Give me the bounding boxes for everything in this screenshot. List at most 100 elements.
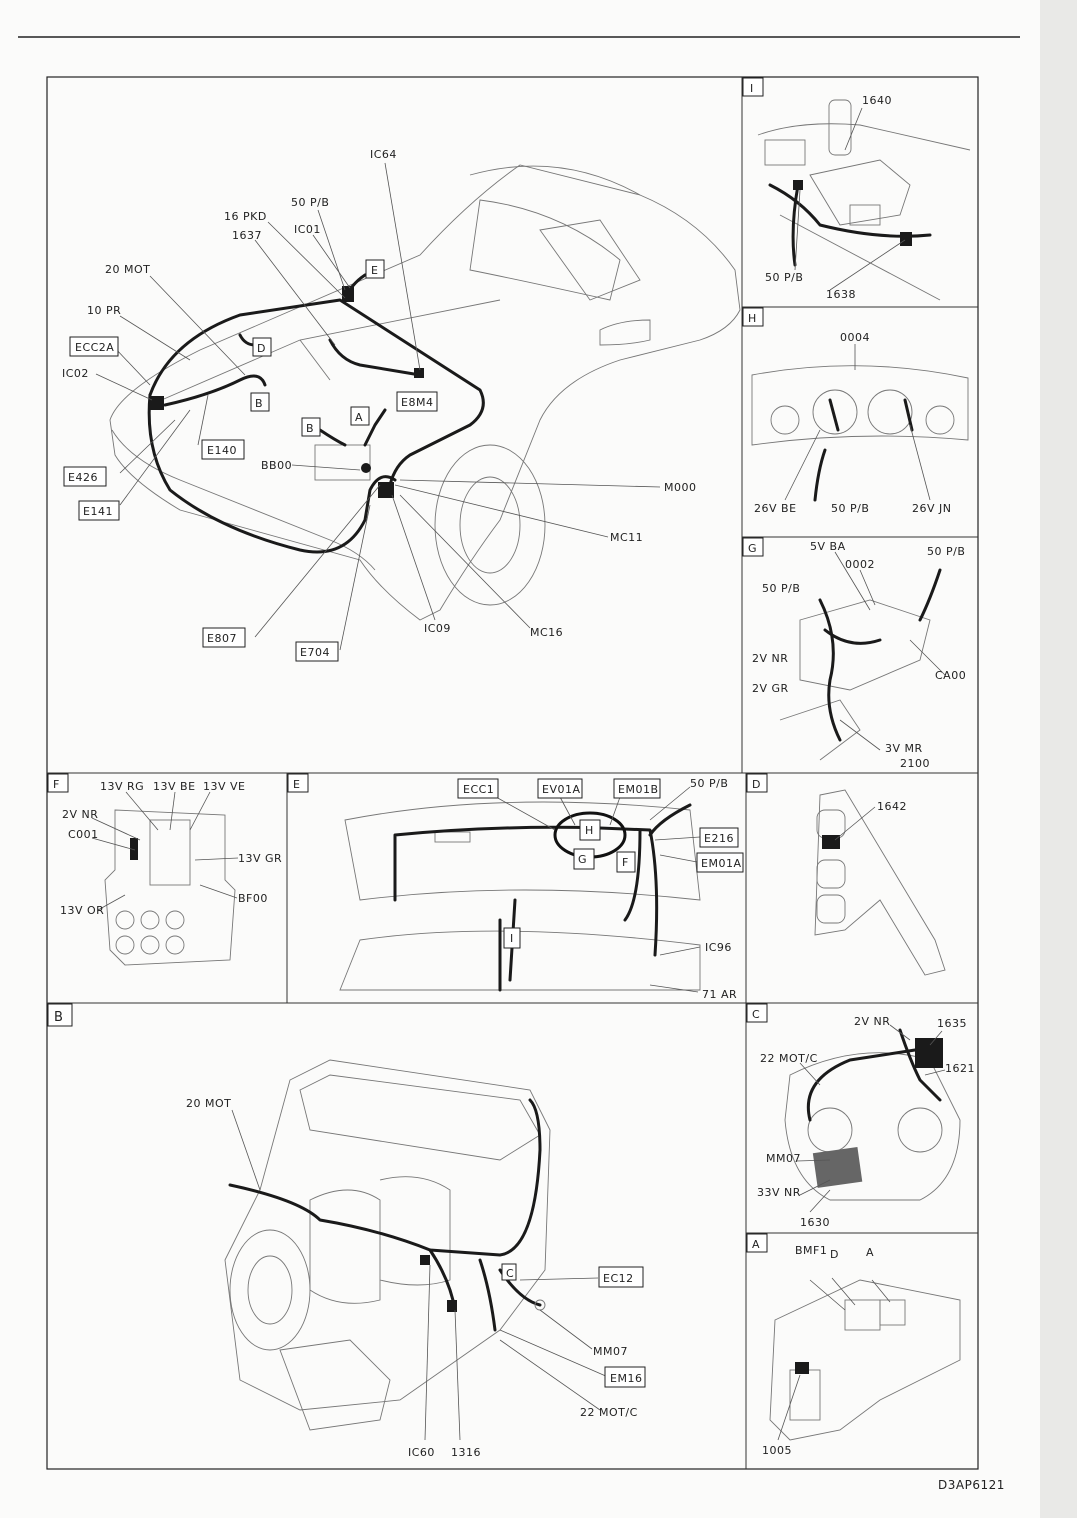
document-code: D3AP6121 — [938, 1478, 1005, 1492]
panel-letter-c: C — [746, 1003, 768, 1023]
box-e807: E807 — [207, 632, 237, 645]
e-box-ev01a: EV01A — [542, 783, 581, 796]
side-bracket-icon — [814, 789, 946, 976]
g-label-50pb-top: 50 P/B — [927, 545, 965, 558]
f-label-13vor: 13V OR — [60, 904, 104, 917]
b-box-ec12: EC12 — [603, 1272, 634, 1285]
g-label-5vba: 5V BA — [810, 540, 846, 553]
panel-letter-d: D — [746, 773, 768, 793]
svg-text:G: G — [748, 542, 757, 555]
panel-letter-i: I — [742, 77, 764, 97]
c-label-22motc: 22 MOT/C — [760, 1052, 818, 1065]
svg-text:G: G — [578, 853, 587, 866]
c-label-1635: 1635 — [937, 1017, 967, 1030]
svg-text:I: I — [750, 82, 754, 95]
box-b: B — [255, 397, 263, 410]
c-label-2vnr: 2V NR — [854, 1015, 890, 1028]
a-label-bmf1: BMF1 — [795, 1244, 827, 1257]
c-label-1630: 1630 — [800, 1216, 830, 1229]
i-label-1638: 1638 — [826, 288, 856, 301]
gear-selector-icon — [757, 99, 971, 301]
label-ic01: IC01 — [294, 223, 321, 236]
h-label-50pb: 50 P/B — [831, 502, 869, 515]
label-ic64: IC64 — [370, 148, 397, 161]
box-e8m4: E8M4 — [401, 396, 433, 409]
g-label-0002: 0002 — [845, 558, 875, 571]
main-leaders — [95, 162, 661, 651]
h-label-26vjn: 26V JN — [912, 502, 952, 515]
box-e141: E141 — [83, 505, 113, 518]
g-label-50pb-left: 50 P/B — [762, 582, 800, 595]
box-e140: E140 — [207, 444, 237, 457]
relay-box-icon — [769, 1279, 961, 1441]
svg-text:F: F — [53, 778, 60, 791]
label-1637: 1637 — [232, 229, 262, 242]
g-label-3vmr: 3V MR — [885, 742, 923, 755]
box-b2: B — [306, 422, 314, 435]
label-50pb: 50 P/B — [291, 196, 329, 209]
b-box-c: C — [506, 1267, 514, 1280]
panel-letter-a: A — [746, 1233, 768, 1253]
car-outline-icon — [109, 164, 741, 621]
svg-text:D: D — [752, 778, 761, 791]
label-bb00: BB00 — [261, 459, 292, 472]
a-label-a: A — [866, 1246, 874, 1259]
f-label-c001: C001 — [68, 828, 99, 841]
e-box-em01b: EM01B — [618, 783, 658, 796]
b-label-mm07: MM07 — [593, 1345, 628, 1358]
svg-text:E: E — [293, 778, 300, 791]
label-ic09: IC09 — [424, 622, 451, 635]
g-label-ca00: CA00 — [935, 669, 966, 682]
f-label-13vve: 13V VE — [203, 780, 246, 793]
panel-letter-f: F — [47, 773, 69, 793]
h-label-26vbe: 26V BE — [754, 502, 797, 515]
d-label-1642: 1642 — [877, 800, 907, 813]
e-label-71ar: 71 AR — [702, 988, 737, 1001]
box-e: E — [371, 264, 378, 277]
svg-text:C: C — [752, 1008, 760, 1021]
a-label-d: D — [830, 1248, 839, 1261]
box-e704: E704 — [300, 646, 330, 659]
f-label-13vrg: 13V RG — [100, 780, 144, 793]
i-label-50pb: 50 P/B — [765, 271, 803, 284]
svg-text:F: F — [622, 856, 629, 869]
interior-dashboard-icon: H G F I — [339, 801, 701, 992]
label-16pkd: 16 PKD — [224, 210, 267, 223]
b-label-20mot: 20 MOT — [186, 1097, 231, 1110]
main-boxed-labels: ECC2A E D B E140 E426 E141 A B E8M4 E807… — [63, 259, 438, 662]
panel-letter-e: E — [287, 773, 309, 793]
f-label-2vnr: 2V NR — [62, 808, 98, 821]
f-label-13vgr: 13V GR — [238, 852, 282, 865]
b-label-ic60: IC60 — [408, 1446, 435, 1459]
b-box-em16: EM16 — [610, 1372, 642, 1385]
box-a: A — [355, 411, 363, 424]
g-label-2100: 2100 — [900, 757, 930, 770]
panel-letter-h: H — [742, 307, 764, 327]
label-10pr: 10 PR — [87, 304, 121, 317]
b-label-1316: 1316 — [451, 1446, 481, 1459]
c-label-33vnr: 33V NR — [757, 1186, 801, 1199]
label-mc11: MC11 — [610, 531, 643, 544]
fuse-box-icon — [104, 809, 236, 966]
svg-text:A: A — [752, 1238, 760, 1251]
box-ecc2a: ECC2A — [75, 341, 114, 354]
g-label-2vgr: 2V GR — [752, 682, 789, 695]
label-20mot: 20 MOT — [105, 263, 150, 276]
dashboard-cluster-icon — [751, 365, 969, 502]
panel-letter-g: G — [742, 537, 764, 557]
steering-column-icon — [779, 568, 942, 761]
e-box-em01a: EM01A — [701, 857, 741, 870]
c-label-mm07: MM07 — [766, 1152, 801, 1165]
svg-text:H: H — [585, 824, 594, 837]
h-label-0004: 0004 — [840, 331, 870, 344]
label-ic02: IC02 — [62, 367, 89, 380]
a-label-1005: 1005 — [762, 1444, 792, 1457]
label-m000: M000 — [664, 481, 697, 494]
e-label-50pb: 50 P/B — [690, 777, 728, 790]
svg-text:B: B — [54, 1010, 63, 1025]
main-labels: IC64 50 P/B 16 PKD 1637 IC01 20 MOT 10 P… — [62, 148, 697, 639]
main-harness — [147, 273, 485, 554]
e-box-e216: E216 — [704, 832, 734, 845]
